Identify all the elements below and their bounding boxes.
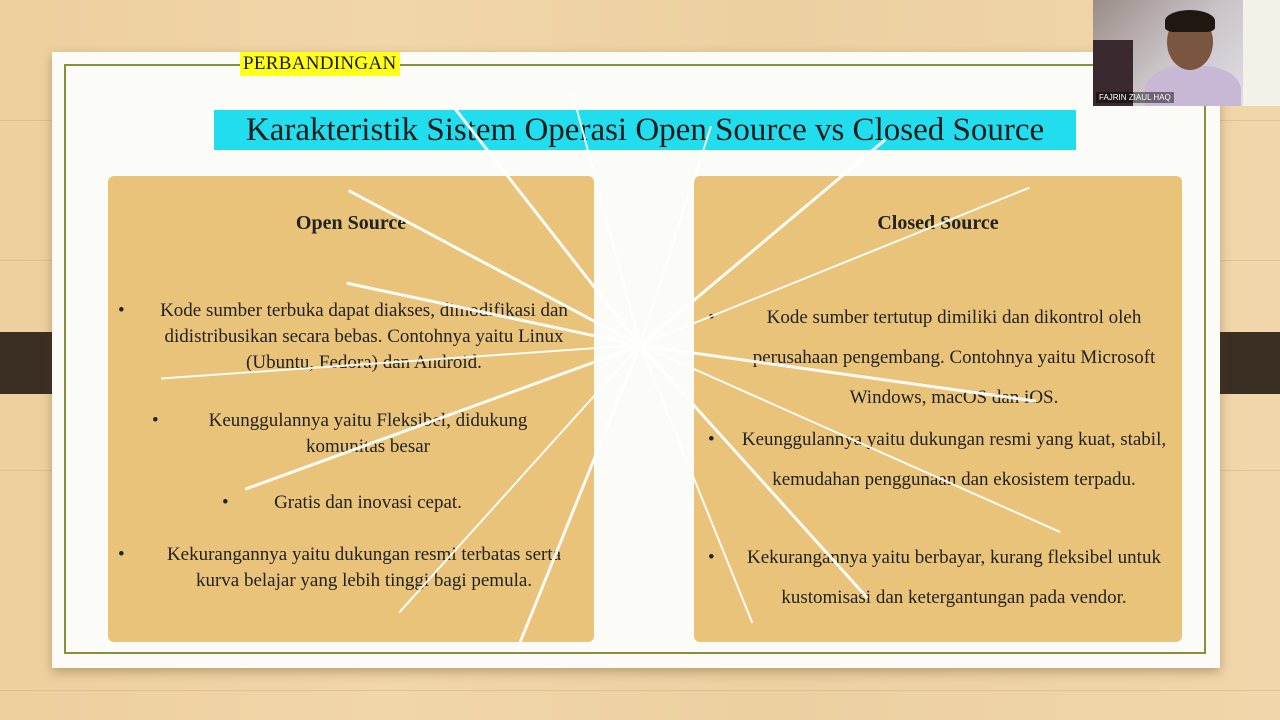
closed-source-bullet-1: • Kode sumber tertutup dimiliki dan diko… <box>708 298 1174 418</box>
open-source-bullet-3: • Gratis dan inovasi cepat. <box>222 490 488 516</box>
participant-video-tile[interactable]: FAJRIN ZIAUL HAQ <box>1093 0 1280 106</box>
bullet-dot: • <box>118 300 125 321</box>
bullet-dot: • <box>708 307 715 328</box>
open-source-bullet-2: • Keunggulannya yaitu Fleksibel, didukun… <box>152 410 528 457</box>
bullet-dot: • <box>118 544 125 565</box>
bullet-dot: • <box>708 429 715 450</box>
open-source-heading: Open Source <box>295 212 407 234</box>
closed-source-bullet-2: • Keunggulannya yaitu dukungan resmi yan… <box>708 420 1174 500</box>
bullet-dot: • <box>222 492 229 513</box>
slide-tag: PERBANDINGAN <box>240 52 400 76</box>
closed-source-bullet-3: • Kekurangannya yaitu berbayar, kurang f… <box>708 538 1174 618</box>
bullet-dot: • <box>708 547 715 568</box>
open-source-card: Open Source • Kode sumber terbuka dapat … <box>108 176 594 642</box>
bullet-dot: • <box>152 410 159 431</box>
presentation-slide: PERBANDINGAN Karakteristik Sistem Operas… <box>52 52 1220 668</box>
participant-body <box>1145 66 1241 106</box>
closed-source-card: Closed Source • Kode sumber tertutup dim… <box>694 176 1182 642</box>
open-source-bullet-4: • Kekurangannya yaitu dukungan resmi ter… <box>118 544 562 591</box>
slide-frame <box>64 64 1206 654</box>
participant-name-label: FAJRIN ZIAUL HAQ <box>1096 92 1174 103</box>
slide-title: Karakteristik Sistem Operasi Open Source… <box>214 110 1076 150</box>
